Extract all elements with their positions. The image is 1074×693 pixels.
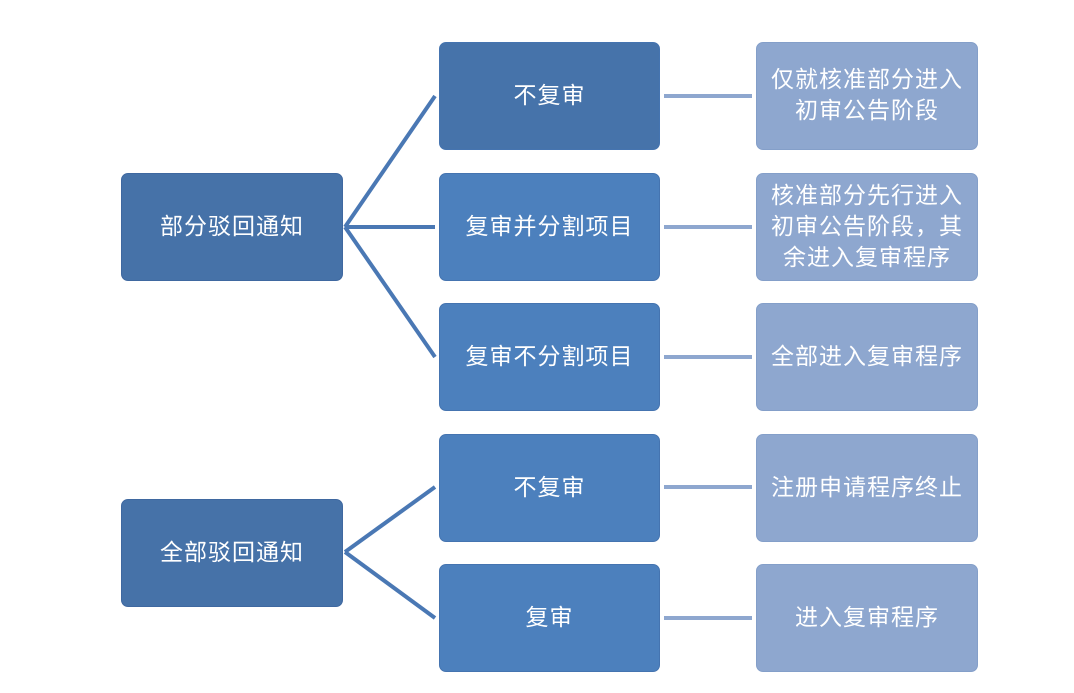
decision-partial-review-split: 复审并分割项目 xyxy=(439,173,660,281)
connector-root2-branch1 xyxy=(343,485,437,554)
outcome-partial-review-no-split: 全部进入复审程序 xyxy=(756,303,978,411)
connector-root2-branch2 xyxy=(343,550,437,620)
outcome-full-no-review: 注册申请程序终止 xyxy=(756,434,978,542)
connector-root1-branch1 xyxy=(343,94,437,229)
root-full-rejection: 全部驳回通知 xyxy=(121,499,343,607)
root-partial-rejection: 部分驳回通知 xyxy=(121,173,343,281)
decision-partial-no-review: 不复审 xyxy=(439,42,660,150)
decision-partial-review-no-split: 复审不分割项目 xyxy=(439,303,660,411)
decision-full-review: 复审 xyxy=(439,564,660,672)
connector-root1-branch3 xyxy=(343,225,437,359)
outcome-partial-no-review: 仅就核准部分进入初审公告阶段 xyxy=(756,42,978,150)
outcome-full-review: 进入复审程序 xyxy=(756,564,978,672)
outcome-partial-review-split: 核准部分先行进入初审公告阶段，其余进入复审程序 xyxy=(756,173,978,281)
decision-full-no-review: 不复审 xyxy=(439,434,660,542)
